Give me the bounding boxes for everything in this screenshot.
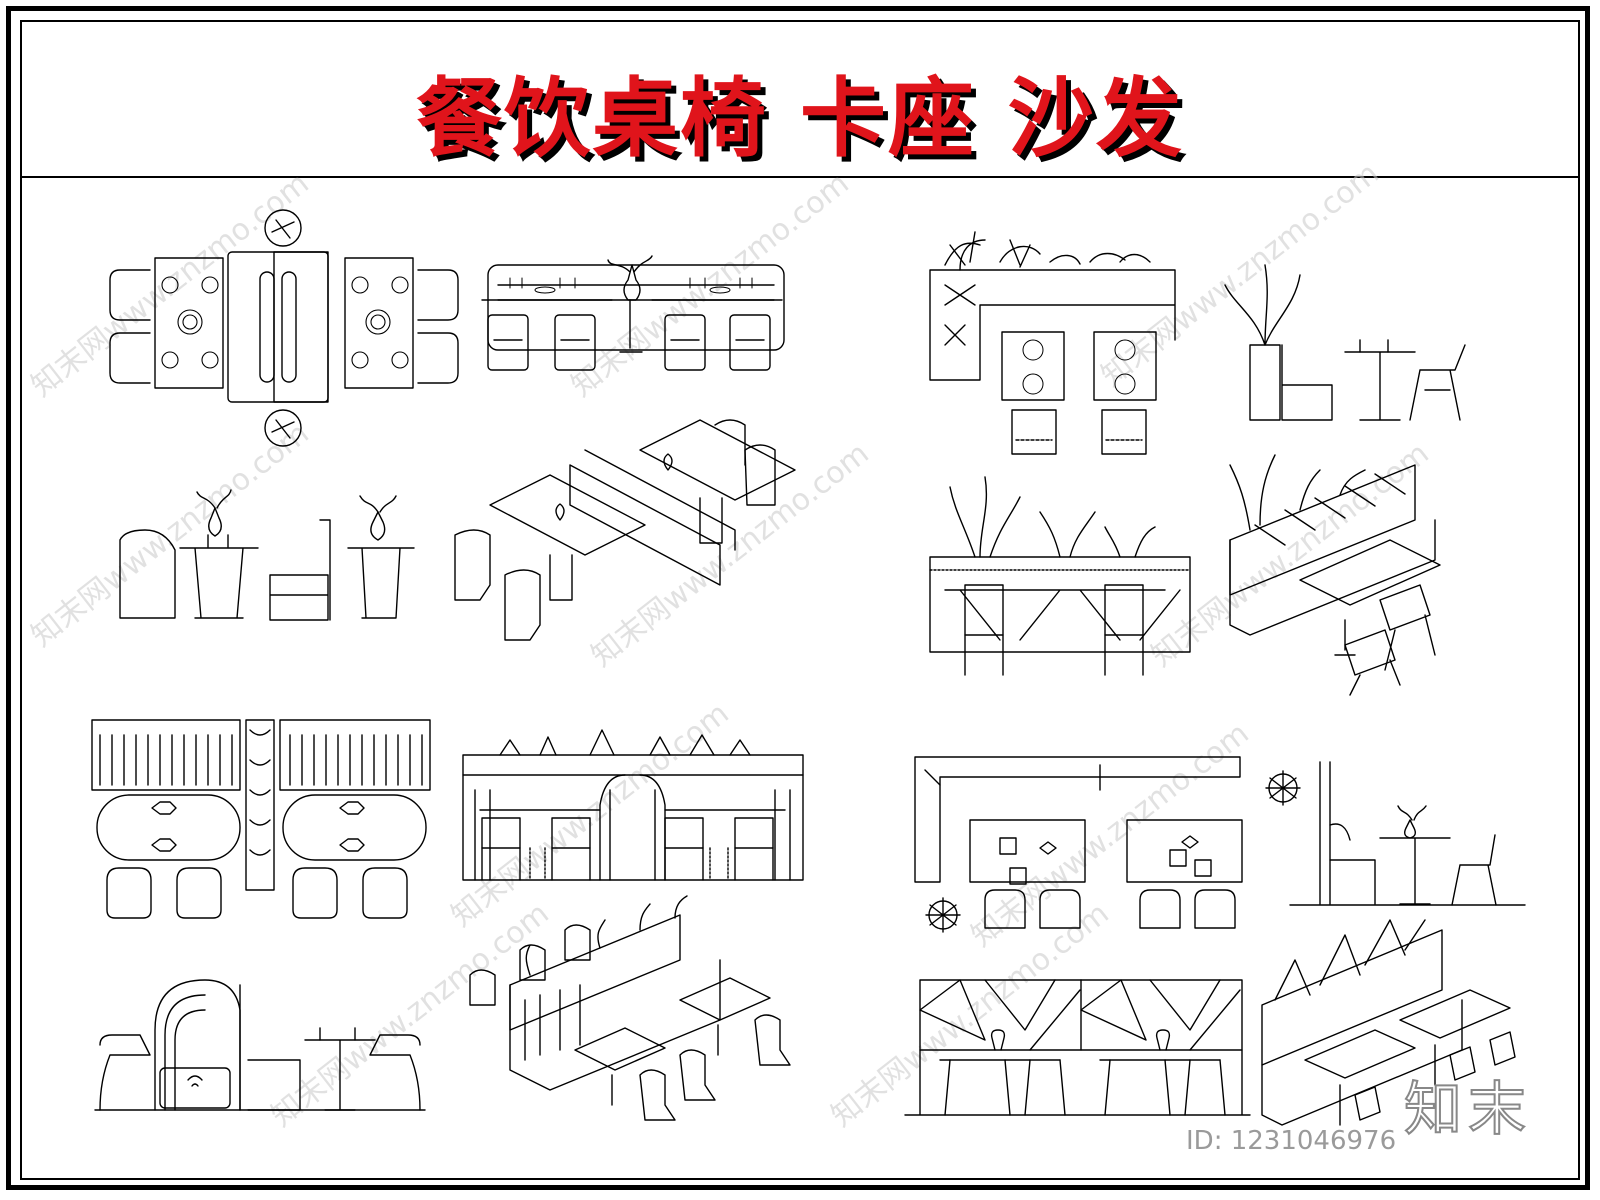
- page-title: 餐饮桌椅 卡座 沙发: [416, 69, 1184, 169]
- booth-axonometric-1: [454, 419, 796, 641]
- corner-booth-side-view: [1289, 761, 1526, 906]
- triangle-screen-axonometric: [1261, 919, 1516, 1126]
- planter-elevation: [929, 476, 1191, 676]
- table-side-view-1: [119, 489, 415, 621]
- planter-side-view: [1224, 264, 1466, 421]
- title-band: 餐饮桌椅 卡座 沙发: [20, 20, 1580, 178]
- drawing-border: [20, 20, 1580, 1180]
- arch-booth-elevation: [462, 729, 804, 881]
- bar-elevation-1: [481, 255, 785, 371]
- planter-booth-plan: [929, 231, 1176, 455]
- planter-axonometric: [1229, 454, 1441, 696]
- arch-booth-axonometric: [469, 895, 791, 1121]
- outer-frame: [6, 6, 1590, 1190]
- triangle-screen-elevation: [904, 979, 1251, 1116]
- brand-id: ID: 1231046976: [1186, 1126, 1397, 1156]
- booth-plan-1: [109, 209, 459, 447]
- corner-booth-plan: [914, 756, 1301, 933]
- oval-table-plan: [91, 719, 431, 919]
- arch-booth-side-view: [94, 979, 426, 1111]
- brand-logo: 知末: [1403, 1074, 1533, 1144]
